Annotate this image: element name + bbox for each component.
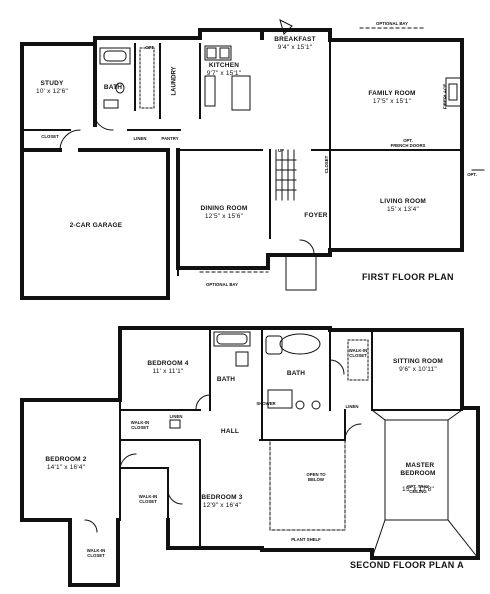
- first-floor-fixtures: [59, 19, 485, 291]
- room-kitchen-name: KITCHEN: [208, 62, 240, 69]
- room-master-name: MASTER BEDROOM: [400, 462, 436, 477]
- label-plant-shelf: PLANT SHELF: [291, 537, 321, 542]
- room-bath-b-name: BATH: [286, 370, 306, 377]
- label-closet-study: CLOSET: [41, 134, 59, 139]
- room-kitchen-dims: 9'7" x 15'1": [206, 70, 242, 77]
- label-linen-hall: LINEN: [169, 414, 183, 419]
- room-sitting: SITTING ROOM 9'6" x 10'11": [393, 358, 443, 374]
- room-garage-name: 2-CAR GARAGE: [69, 222, 123, 229]
- room-bath-a: BATH: [217, 376, 235, 384]
- label-walkin-master: WALK-IN CLOSET: [348, 348, 368, 358]
- label-linen-first: LINEN: [133, 136, 147, 141]
- label-opt-right: OPT.: [467, 172, 477, 177]
- room-family: FAMILY ROOM 17'5" x 15'1": [368, 90, 415, 106]
- room-sitting-dims: 9'6" x 10'11": [399, 366, 437, 373]
- room-hall: HALL: [221, 428, 239, 436]
- label-french-doors: OPT. FRENCH DOORS: [390, 138, 426, 148]
- label-optional-bay-top: OPTIONAL BAY: [376, 21, 408, 26]
- label-open-below: OPEN TO BELOW: [306, 472, 326, 482]
- label-walkin-b3: WALK-IN CLOSET: [138, 494, 158, 504]
- room-living: LIVING ROOM 15' x 13'4": [380, 198, 426, 214]
- room-living-dims: 15' x 13'4": [387, 206, 419, 213]
- room-bedroom4-dims: 11' x 11'1": [152, 368, 184, 375]
- label-optional-bay-bottom: OPTIONAL BAY: [206, 282, 238, 287]
- label-linen-master: LINEN: [345, 404, 359, 409]
- room-bedroom2-dims: 14'1" x 16'4": [46, 464, 86, 471]
- room-sitting-name: SITTING ROOM: [392, 358, 444, 365]
- room-study: STUDY 10' x 12'6": [36, 80, 68, 96]
- room-bath-a-name: BATH: [216, 376, 236, 383]
- room-bath-first: BATH: [104, 84, 122, 92]
- room-breakfast-dims: 9'4" x 15'1": [277, 44, 313, 51]
- room-family-dims: 17'5" x 15'1": [372, 98, 412, 105]
- room-dining-dims: 12'5" x 15'6": [204, 213, 244, 220]
- room-breakfast: BREAKFAST 9'4" x 15'1": [274, 36, 316, 52]
- label-tray-ceiling: OPT. TRAY CEILING: [406, 484, 430, 494]
- room-bedroom2: BEDROOM 2 14'1" x 16'4": [45, 456, 86, 472]
- label-up: UP: [278, 148, 284, 153]
- room-dining: DINING ROOM 12'5" x 15'6": [201, 205, 248, 221]
- room-kitchen: KITCHEN 9'7" x 15'1": [207, 62, 241, 78]
- room-bedroom4-name: BEDROOM 4: [147, 360, 189, 367]
- first-floor-title: FIRST FLOOR PLAN: [362, 272, 454, 282]
- room-bedroom3-name: BEDROOM 3: [201, 494, 243, 501]
- room-master-dims: 15' x 17'8": [402, 486, 434, 493]
- room-breakfast-name: BREAKFAST: [274, 36, 316, 43]
- room-master: MASTER BEDROOM 15' x 17'8": [400, 454, 435, 502]
- second-floor-title: SECOND FLOOR PLAN A: [350, 560, 464, 570]
- room-study-dims: 10' x 12'6": [36, 88, 68, 95]
- room-hall-name: HALL: [220, 428, 240, 435]
- room-study-name: STUDY: [40, 80, 64, 87]
- room-bedroom4: BEDROOM 4 11' x 11'1": [147, 360, 188, 376]
- label-shower: SHOWER: [256, 401, 276, 406]
- room-dining-name: DINING ROOM: [200, 205, 248, 212]
- label-fireplace: FIREPLACE: [442, 83, 448, 110]
- room-bedroom3-dims: 12'9" x 16'4": [202, 502, 242, 509]
- room-bedroom2-name: BEDROOM 2: [45, 456, 87, 463]
- first-floor-walls: [20, 28, 464, 300]
- room-foyer-name: FOYER: [304, 212, 328, 219]
- room-living-name: LIVING ROOM: [380, 198, 426, 205]
- label-closet-foyer: CLOSET: [324, 155, 330, 174]
- room-laundry: LAUNDRY: [171, 66, 178, 96]
- label-opt-top: OPT.: [145, 45, 155, 50]
- room-family-name: FAMILY ROOM: [368, 90, 416, 97]
- room-bath-b: BATH: [287, 370, 305, 378]
- room-garage: 2-CAR GARAGE: [70, 222, 123, 230]
- label-pantry: PANTRY: [161, 136, 179, 141]
- second-floor-fixtures: [84, 331, 479, 559]
- room-foyer: FOYER: [304, 212, 327, 220]
- label-walkin-b2: WALK-IN CLOSET: [86, 548, 106, 558]
- room-bath-first-name: BATH: [103, 84, 123, 91]
- label-walkin-hall: WALK-IN CLOSET: [130, 420, 150, 430]
- room-bedroom3: BEDROOM 3 12'9" x 16'4": [201, 494, 242, 510]
